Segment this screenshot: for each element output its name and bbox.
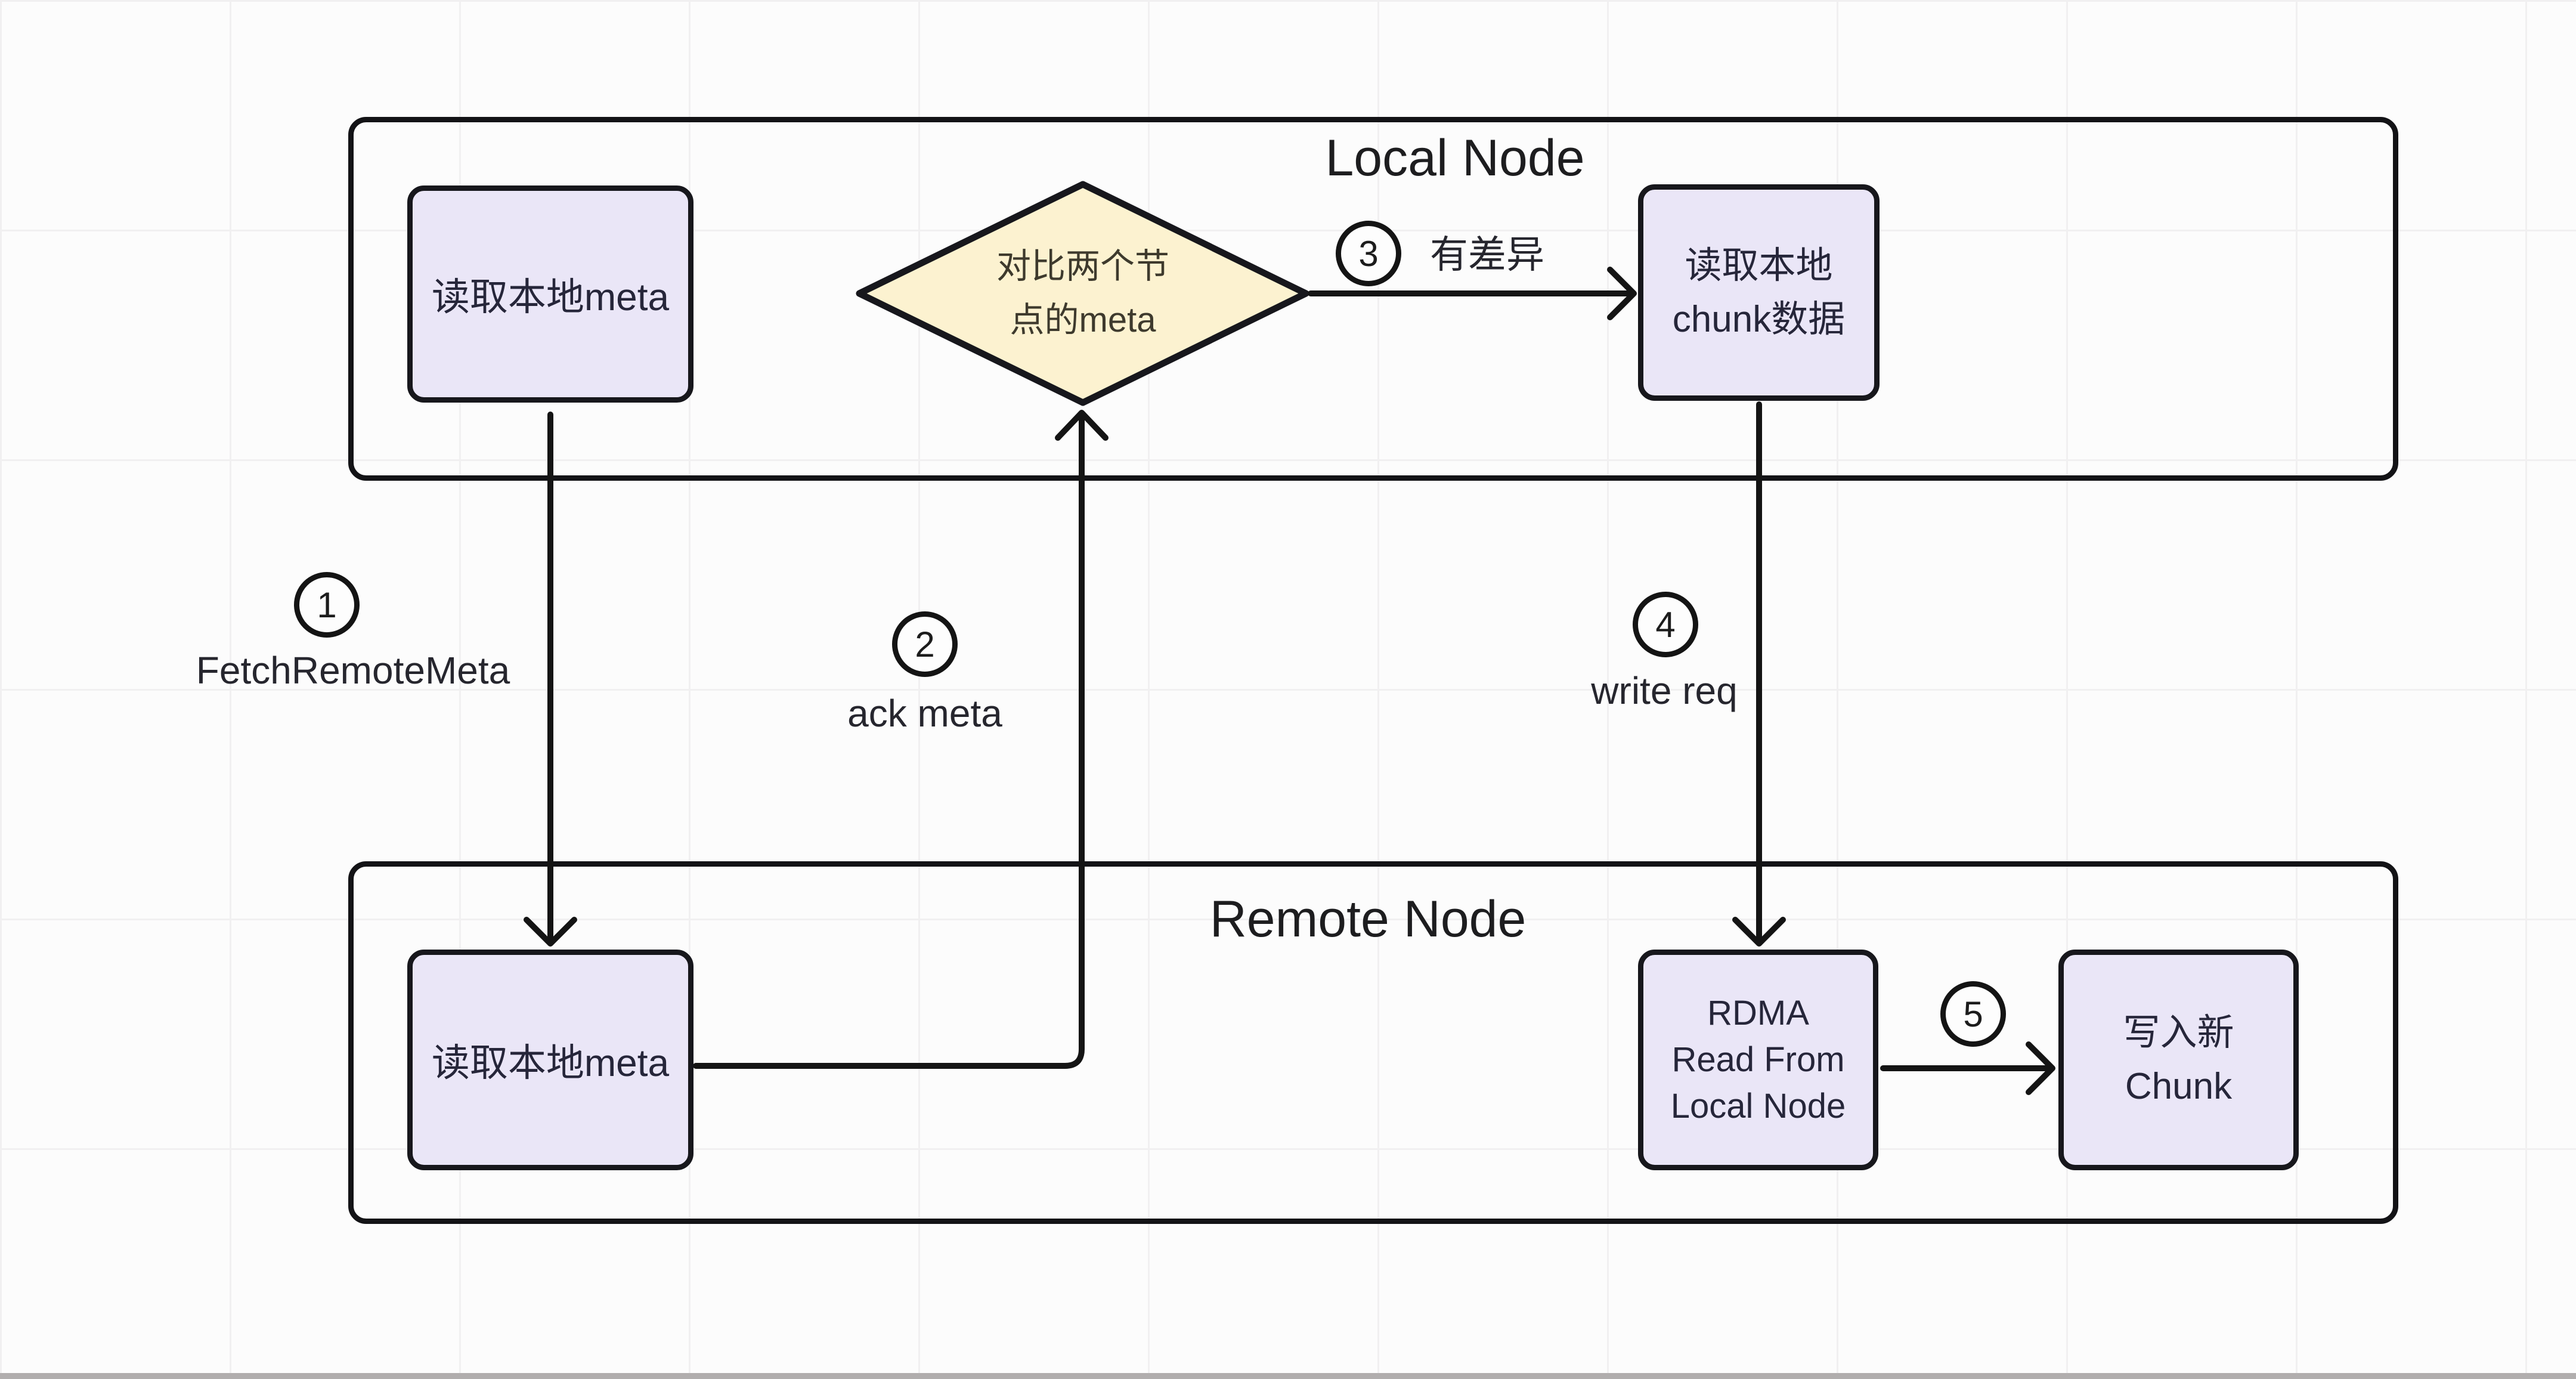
step-3-badge: 3 bbox=[1336, 221, 1401, 286]
local-node-container bbox=[348, 117, 2398, 481]
arrow-fetch-remote-meta bbox=[524, 412, 577, 947]
node-remote-read-meta: 读取本地meta bbox=[407, 950, 693, 1170]
node-compare-meta-label: 对比两个节 点的meta bbox=[996, 247, 1170, 339]
step-4-label: write req bbox=[1591, 669, 1738, 712]
step-2-label: ack meta bbox=[847, 692, 1002, 735]
step-3-label: 有差异 bbox=[1430, 233, 1544, 276]
step-4-badge: 4 bbox=[1633, 592, 1698, 657]
node-write-chunk: 写入新 Chunk bbox=[2058, 950, 2299, 1170]
node-rdma-read: RDMA Read From Local Node bbox=[1638, 950, 1878, 1170]
step-1-label: FetchRemoteMeta bbox=[196, 649, 510, 692]
step-2-badge: 2 bbox=[892, 611, 958, 677]
step-1-badge: 1 bbox=[294, 572, 360, 638]
node-read-chunk: 读取本地 chunk数据 bbox=[1638, 184, 1880, 401]
arrow-rdma-to-chunk bbox=[1880, 1041, 2055, 1095]
node-local-read-meta: 读取本地meta bbox=[407, 185, 693, 403]
arrow-ack-meta bbox=[693, 410, 1109, 1069]
arrow-write-req bbox=[1732, 401, 1786, 947]
step-5-badge: 5 bbox=[1940, 981, 2006, 1047]
remote-node-container bbox=[348, 861, 2398, 1224]
arrow-diff bbox=[1308, 267, 1637, 320]
local-node-title: Local Node bbox=[1325, 129, 1585, 187]
compare-meta-diamond-shape bbox=[856, 181, 1309, 406]
bottom-edge-bar bbox=[0, 1373, 2576, 1379]
remote-node-title: Remote Node bbox=[1209, 891, 1527, 948]
